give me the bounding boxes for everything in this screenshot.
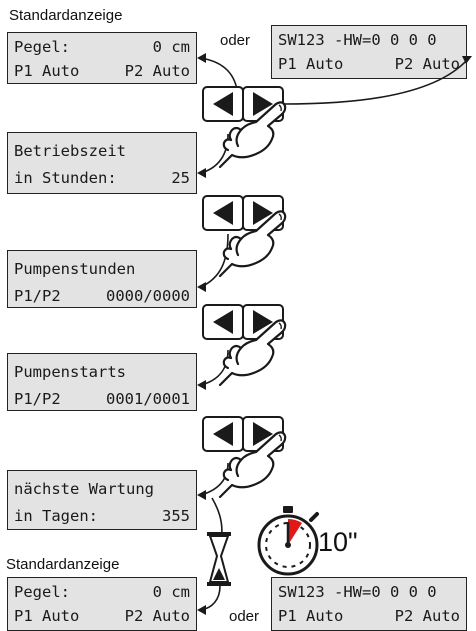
lcd-text: P1 Auto	[278, 607, 344, 625]
operating-hours-display: Betriebszeit in Stunden: 25	[7, 132, 197, 194]
lcd-text: in Stunden:	[14, 169, 117, 187]
lcd-text: nächste Wartung	[14, 480, 154, 498]
lcd-value: 0000/0000	[106, 287, 190, 305]
lcd-value: P2 Auto	[394, 607, 460, 625]
top-or-label: oder	[220, 32, 251, 49]
lcd-value: 355	[162, 507, 190, 525]
lcd-value: P2 Auto	[124, 62, 190, 80]
stopwatch-icon	[257, 506, 319, 576]
lcd-text: P1 Auto	[14, 62, 80, 80]
lcd-text: Pumpenstunden	[14, 260, 136, 278]
lcd-text: SW123 -HW=0 0 0 0	[278, 31, 437, 49]
lcd-text: P1/P2	[14, 390, 61, 408]
top-standard-display: Pegel: 0 cm P1 Auto P2 Auto	[7, 32, 197, 84]
top-version-display: SW123 -HW=0 0 0 0 P1 Auto P2 Auto	[271, 25, 467, 79]
lcd-value: 0 cm	[152, 38, 190, 56]
lcd-text: in Tagen:	[14, 507, 98, 525]
pump-hours-display: Pumpenstunden P1/P2 0000/0000	[7, 250, 197, 308]
bottom-caption: Standardanzeige	[6, 556, 120, 573]
arrowheads	[197, 53, 472, 615]
pump-starts-display: Pumpenstarts P1/P2 0001/0001	[7, 353, 197, 411]
lcd-text: Pegel:	[14, 583, 70, 601]
lcd-text: Pumpenstarts	[14, 363, 126, 381]
lcd-text: P1 Auto	[278, 55, 344, 73]
timer-label: 10"	[318, 527, 358, 557]
bottom-or-label: oder	[229, 608, 260, 625]
lcd-value: 0 cm	[152, 583, 190, 601]
bottom-standard-display: Pegel: 0 cm P1 Auto P2 Auto	[7, 577, 197, 631]
lcd-value: P2 Auto	[394, 55, 460, 73]
lcd-value: 25	[171, 169, 190, 187]
lcd-text: Betriebszeit	[14, 142, 126, 160]
lcd-text: SW123 -HW=0 0 0 0	[278, 583, 437, 601]
lcd-value: P2 Auto	[124, 607, 190, 625]
lcd-value: 0001/0001	[106, 390, 190, 408]
lcd-text: P1/P2	[14, 287, 61, 305]
lcd-text: P1 Auto	[14, 607, 80, 625]
hourglass-icon	[207, 532, 231, 586]
bottom-version-display: SW123 -HW=0 0 0 0 P1 Auto P2 Auto	[271, 577, 467, 631]
top-caption: Standardanzeige	[9, 7, 123, 24]
lcd-text: Pegel:	[14, 38, 70, 56]
next-service-display: nächste Wartung in Tagen: 355	[7, 470, 197, 530]
